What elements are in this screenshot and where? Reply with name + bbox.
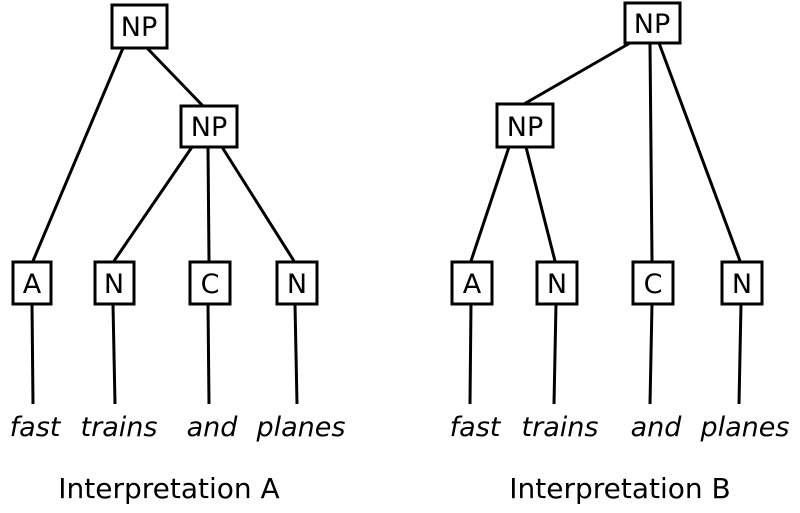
node-box-c — [631, 260, 675, 306]
edge-rootB-to-C — [648, 42, 654, 262]
word-and: and — [631, 412, 683, 443]
edge-N2-to-planes — [293, 303, 299, 405]
node-box-root-np — [623, 1, 682, 45]
caption-interpretation-a: Interpretation A — [58, 472, 279, 505]
node-box-a — [11, 260, 53, 306]
node-box-inner-np — [495, 102, 555, 149]
word-trains: trains — [81, 412, 158, 443]
edge-innerA-to-C — [206, 146, 211, 262]
tree-interpretation-a: NP NP A N C N fast trains and planes Int… — [10, 3, 346, 505]
node-label-inner-np: NP — [191, 112, 227, 143]
edge-C-to-and — [206, 303, 211, 405]
word-planes: planes — [700, 412, 790, 443]
edge-A-to-fast — [468, 303, 473, 405]
edge-rootB-to-innerNP — [523, 41, 631, 106]
word-trains: trains — [522, 412, 599, 443]
edge-rootA-to-A — [31, 47, 125, 262]
edge-N1-to-trains — [552, 303, 558, 405]
node-label-root-np: NP — [121, 12, 157, 43]
word-fast: fast — [450, 412, 502, 443]
caption-interpretation-b: Interpretation B — [509, 472, 731, 505]
node-box-c — [188, 260, 232, 306]
node-label-a: A — [23, 269, 42, 300]
word-planes: planes — [256, 412, 346, 443]
node-label-n1: N — [104, 269, 124, 300]
edge-innerB-to-N1 — [524, 146, 557, 262]
edge-innerA-to-N2 — [220, 146, 296, 262]
node-box-n1 — [93, 260, 136, 306]
word-fast: fast — [10, 412, 62, 443]
node-label-root-np: NP — [634, 9, 670, 40]
edge-innerA-to-N1 — [112, 146, 194, 262]
edge-rootA-to-innerNP — [145, 46, 205, 108]
node-box-a — [450, 260, 494, 306]
node-label-c: C — [644, 269, 663, 300]
node-box-n2 — [275, 260, 319, 306]
node-box-inner-np — [179, 104, 239, 149]
edge-C-to-and — [648, 303, 654, 405]
node-label-a: A — [463, 269, 482, 300]
node-box-n1 — [535, 260, 579, 306]
node-label-n2: N — [732, 269, 752, 300]
node-label-n1: N — [547, 269, 567, 300]
tree-interpretation-b: NP NP A N C N fast trains and planes Int… — [450, 1, 790, 505]
edge-N1-to-trains — [111, 303, 117, 405]
node-box-n2 — [720, 260, 764, 306]
edge-innerB-to-A — [469, 146, 511, 262]
edge-rootB-to-N2 — [657, 42, 742, 262]
node-label-c: C — [201, 269, 220, 300]
edge-N2-to-planes — [737, 303, 743, 405]
edge-A-to-fast — [30, 303, 35, 405]
node-box-root-np — [110, 3, 169, 50]
node-label-inner-np: NP — [507, 112, 543, 143]
node-label-n2: N — [287, 269, 307, 300]
word-and: and — [187, 412, 239, 443]
